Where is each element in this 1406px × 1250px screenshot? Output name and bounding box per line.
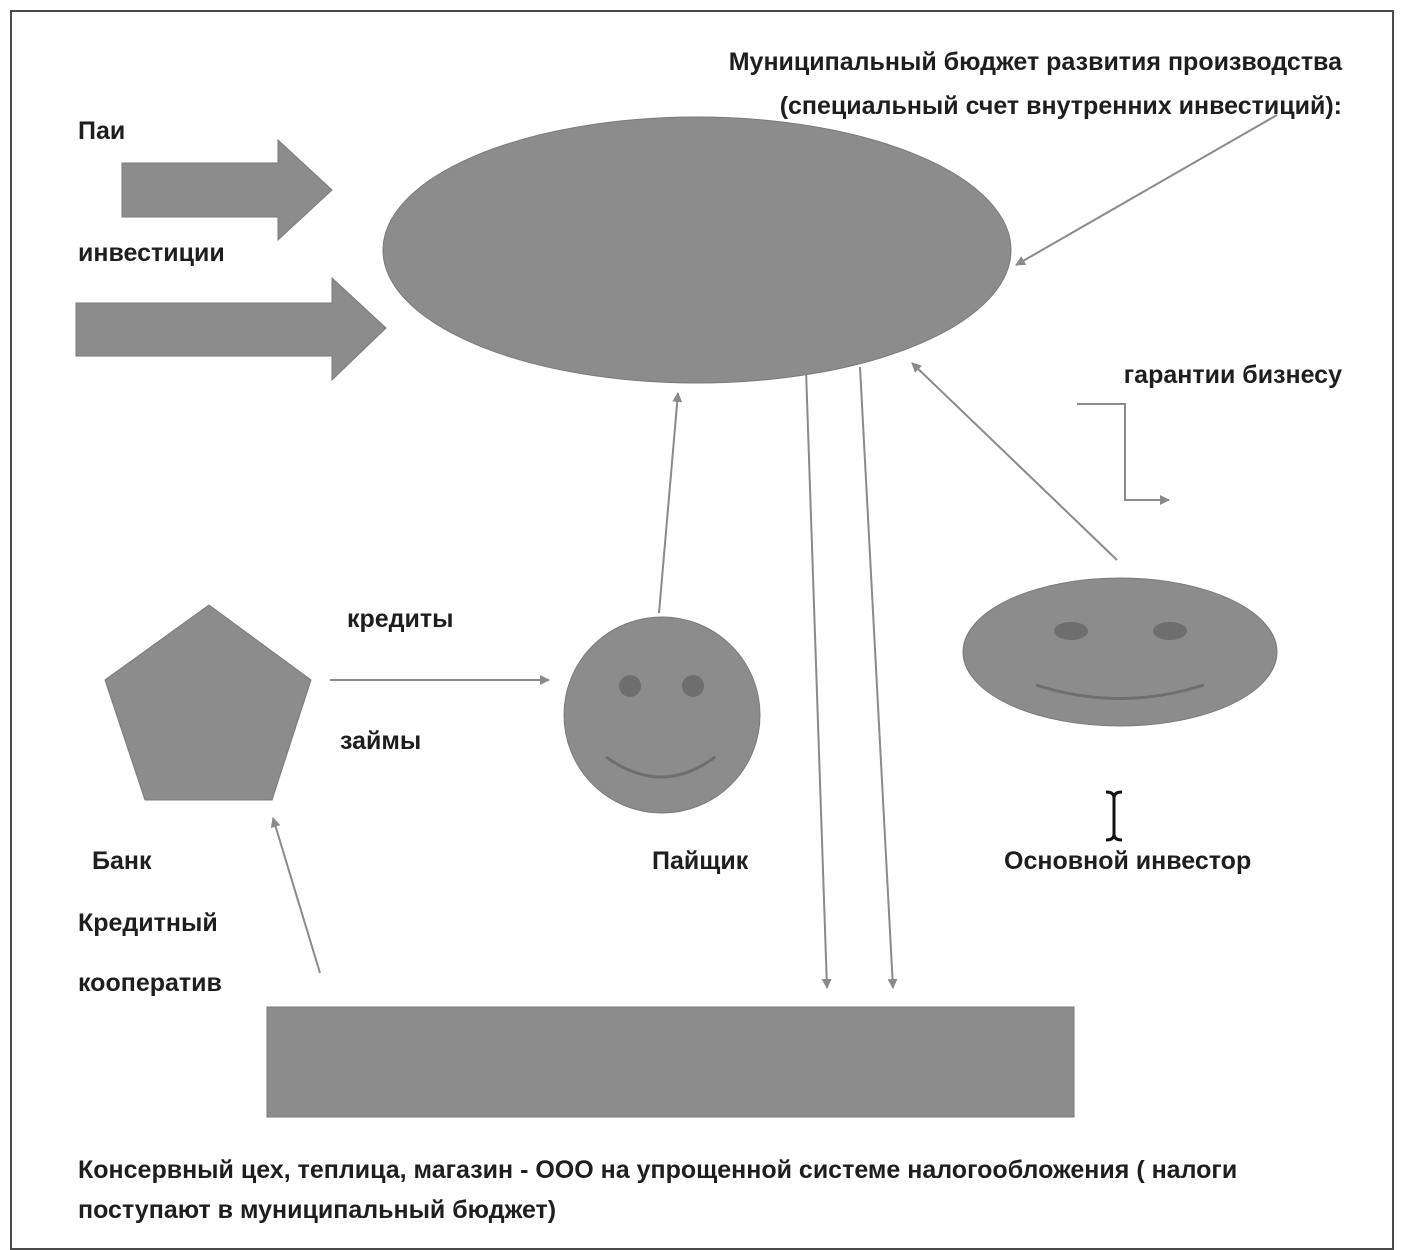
left-eye-icon [619,675,641,697]
credit-coop-label-1: Кредитный [78,909,218,937]
bank-label: Банк [92,847,152,875]
text-cursor-icon [1105,790,1123,842]
investments-block-arrow [75,276,387,382]
enterprise-caption-line-2: поступают в муниципальный бюджет) [78,1196,557,1224]
diagram-title: Муниципальный бюджет развития производст… [729,40,1342,128]
pai-label: Паи [78,117,126,145]
enterprise-caption: Консервный цех, теплица, магазин - ООО н… [78,1150,1237,1230]
investor-to-budget-arrow [911,362,1118,561]
investments-label: инвестиции [78,239,225,267]
enterprise-caption-line-1: Консервный цех, теплица, магазин - ООО н… [78,1156,1238,1184]
budget-ellipse [382,116,1012,384]
guarantees-elbow-arrow [1077,403,1170,505]
enterprise-to-bank-arrow [270,817,321,974]
credit-coop-label-2: кооператив [78,969,222,997]
smile-icon [605,755,716,779]
credits-label: кредиты [347,605,454,633]
budget-to-enterprise-arrow-1 [805,369,832,989]
left-eye-icon [1054,622,1088,640]
main-investor-label: Основной инвестор [1004,847,1252,875]
smile-icon [1035,683,1205,700]
right-eye-icon [1153,622,1187,640]
shareholder-smiley [563,616,761,814]
investor-smiley [962,577,1278,727]
right-eye-icon [682,675,704,697]
title-line-1: Муниципальный бюджет развития производст… [728,48,1342,76]
pai-block-arrow [121,138,333,242]
title-line-2: (специальный счет внутренних инвестиций)… [779,92,1342,120]
shareholder-label: Пайщик [652,847,749,875]
enterprise-rect [266,1006,1075,1118]
title-to-budget-arrow [1015,114,1278,266]
shareholder-to-budget-arrow [658,392,683,614]
guarantees-label: гарантии бизнесу [1123,361,1342,389]
budget-to-enterprise-arrow-2 [859,366,898,989]
bank-pentagon [104,604,312,801]
loans-label: займы [340,727,422,755]
